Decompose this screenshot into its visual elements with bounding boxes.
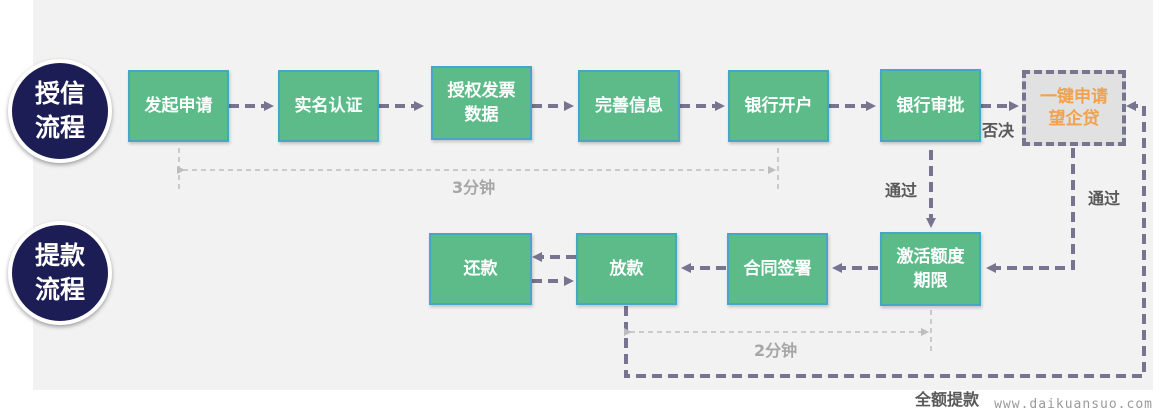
watermark: www.daikuansuo.com	[994, 397, 1153, 412]
step-one-click-apply: 一键申请望企贷	[1022, 70, 1126, 146]
label-pass-oneclick: 通过	[1088, 189, 1121, 208]
step-bank-approval: 银行审批	[880, 69, 981, 142]
step-complete-info: 完善信息	[578, 70, 680, 142]
label-time-3min: 3分钟	[452, 178, 496, 197]
section-withdraw-flow: 提款流程	[8, 221, 112, 325]
step-activate-limit: 激活额度期限	[880, 232, 981, 306]
step-disburse: 放款	[576, 233, 677, 305]
section-withdraw-label: 提款流程	[34, 241, 85, 304]
diagram-panel	[33, 0, 1153, 390]
label-reject: 否决	[982, 121, 1015, 140]
step-contract-sign: 合同签署	[727, 233, 828, 305]
step-bank-account: 银行开户	[728, 70, 829, 142]
arrow-oneclick-to-activate	[986, 148, 1075, 273]
label-pass-approval: 通过	[885, 181, 918, 200]
step-realname: 实名认证	[278, 70, 379, 142]
label-time-2min: 2分钟	[754, 341, 798, 360]
step-repay: 还款	[429, 233, 532, 305]
section-credit-label: 授信流程	[34, 79, 85, 142]
label-full-withdraw: 全额提款	[915, 390, 980, 409]
step-invoice-auth: 授权发票数据	[431, 66, 532, 140]
section-credit-flow: 授信流程	[8, 59, 112, 163]
step-initiate: 发起申请	[128, 70, 229, 142]
